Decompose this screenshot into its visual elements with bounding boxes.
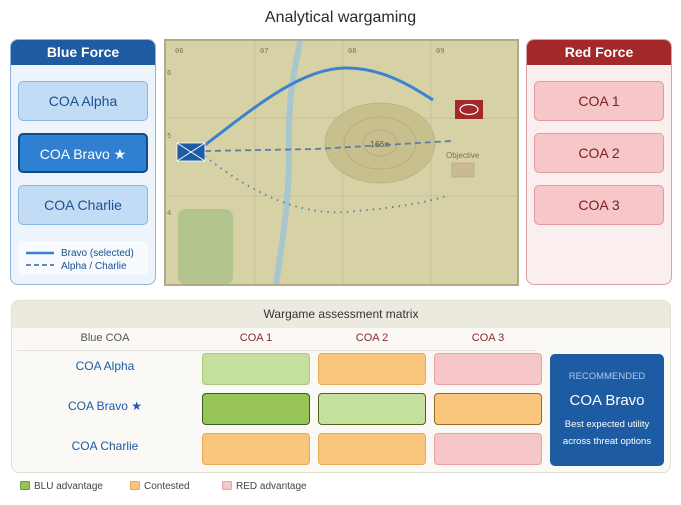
coa-bravo-button[interactable]: COA Bravo ★ (18, 133, 148, 173)
assessment-matrix: Wargame assessment matrix Blue COA COA 1… (11, 300, 671, 473)
river (273, 41, 303, 284)
grid-row-label: 6 (167, 69, 171, 77)
recommended-coa: COA Bravo (569, 392, 645, 409)
matrix-cell[interactable] (202, 393, 310, 425)
blue-force-panel: Blue Force COA Alpha COA Bravo ★ COA Cha… (10, 39, 156, 285)
route-legend: Bravo (selected) Alpha / Charlie (18, 241, 148, 275)
grid-col-label: 09 (436, 47, 444, 55)
row-label: COA Alpha (75, 359, 135, 373)
red-unit-icon[interactable] (455, 100, 483, 119)
legend-contested: Contested (130, 481, 190, 492)
coa-charlie-button[interactable]: COA Charlie (18, 185, 148, 225)
route-line-samples (26, 251, 54, 266)
legend-dashed-label: Alpha / Charlie (61, 261, 127, 272)
red-force-panel: Red Force COA 1 COA 2 COA 3 (526, 39, 672, 285)
blue-unit-icon[interactable] (176, 142, 206, 162)
legend-blu: BLU advantage (20, 481, 103, 492)
row-label: COA Charlie (71, 439, 139, 453)
legend-blu-label: BLU advantage (34, 481, 103, 492)
recommendation-card: RECOMMENDED COA Bravo Best expected util… (550, 354, 664, 466)
grid-row-label: 5 (167, 132, 171, 140)
matrix-cell[interactable] (434, 393, 542, 425)
matrix-cell[interactable] (318, 393, 426, 425)
row-label: COA Bravo ★ (67, 399, 143, 413)
forest-area (178, 209, 233, 284)
grid-row-label: 4 (167, 209, 171, 217)
recommended-tag: RECOMMENDED (568, 371, 646, 382)
alpha-route (204, 140, 453, 152)
recommendation-line-1: Best expected utility (564, 419, 650, 430)
page-title: Analytical wargaming (264, 9, 417, 26)
grid-col-label: 08 (348, 47, 356, 55)
tactical-map[interactable]: 06 07 08 09 6 5 4 165m Objective (164, 39, 519, 286)
objective-marker (451, 162, 475, 178)
legend-red-label: RED advantage (236, 481, 307, 492)
blu-swatch-icon (20, 481, 30, 490)
matrix-header: Wargame assessment matrix (12, 301, 670, 328)
bravo-route (204, 66, 434, 147)
matrix-cell[interactable] (318, 353, 426, 385)
blue-force-header: Blue Force (11, 40, 155, 65)
contested-swatch-icon (130, 481, 140, 490)
red-force-header: Red Force (527, 40, 671, 65)
recommendation-line-2: across threat options (562, 436, 652, 447)
red-coa-2-button[interactable]: COA 2 (534, 133, 664, 173)
column-header: COA 1 (239, 332, 273, 344)
column-header: COA 3 (471, 332, 505, 344)
matrix-cell[interactable] (434, 353, 542, 385)
red-coa-1-button[interactable]: COA 1 (534, 81, 664, 121)
matrix-cell[interactable] (434, 433, 542, 465)
grid-col-label: 07 (260, 47, 268, 55)
red-coa-3-button[interactable]: COA 3 (534, 185, 664, 225)
matrix-cell[interactable] (318, 433, 426, 465)
objective-label: Objective (446, 151, 480, 160)
legend-contested-label: Contested (144, 481, 190, 492)
red-swatch-icon (222, 481, 232, 490)
grid-col-label: 06 (175, 47, 183, 55)
legend-red: RED advantage (222, 481, 307, 492)
legend-solid-label: Bravo (selected) (61, 248, 134, 259)
coa-alpha-button[interactable]: COA Alpha (18, 81, 148, 121)
column-header: COA 2 (355, 332, 389, 344)
row-header: Blue COA (80, 332, 130, 344)
matrix-cell[interactable] (202, 433, 310, 465)
matrix-cell[interactable] (202, 353, 310, 385)
